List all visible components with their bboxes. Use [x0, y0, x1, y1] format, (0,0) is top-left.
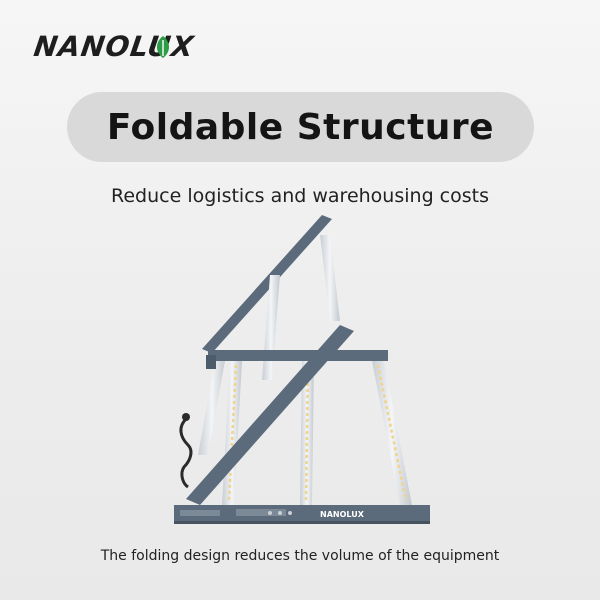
leaf-icon [157, 36, 169, 58]
caption: The folding design reduces the volume of… [100, 548, 500, 564]
page-title: Foldable Structure [106, 106, 495, 148]
bottom-rail: NANOLUX [174, 505, 430, 524]
diagonal-rail [186, 325, 354, 505]
rail-brand-label: NANOLUX [320, 510, 365, 519]
title-pill: Foldable Structure [67, 92, 534, 162]
subtitle: Reduce logistics and warehousing costs [111, 185, 489, 207]
middle-rail [206, 350, 388, 369]
brand-logo: NANOLUX [32, 30, 204, 64]
power-cable [179, 417, 193, 489]
folded-frame [198, 215, 340, 455]
product-image: NANOLUX [174, 215, 430, 524]
